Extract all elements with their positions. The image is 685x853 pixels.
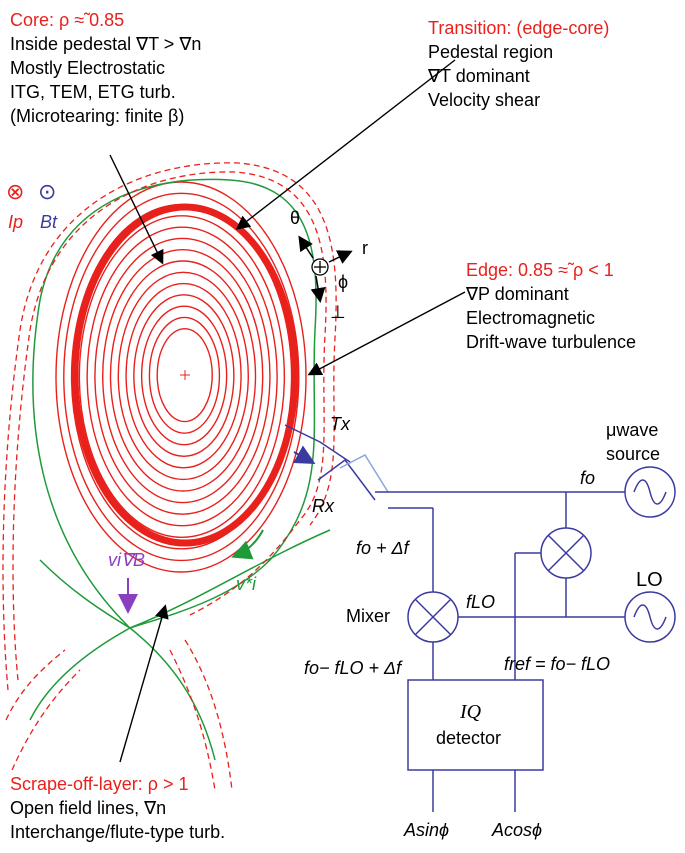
iq-detector-box	[407, 679, 544, 771]
sol-arrow	[119, 604, 169, 763]
flux-surface	[156, 328, 213, 423]
flux-surface	[55, 181, 307, 573]
flux-surfaces	[55, 181, 307, 573]
edge-arrow	[307, 291, 466, 376]
phi-label: ϕ	[338, 272, 349, 292]
toroidal-field-label: Bt	[40, 212, 58, 232]
coordinate-triad	[298, 235, 353, 303]
mixer-main	[407, 591, 459, 643]
flo-label: fLO	[466, 592, 496, 612]
antennas	[284, 424, 389, 501]
core-line-4: (Microtearing: finite β)	[10, 106, 185, 126]
r-label: r	[362, 238, 368, 258]
sol-line-2: Interchange/flute-type turb.	[10, 822, 226, 842]
sol-field-lines	[2, 162, 337, 791]
if-frequency-label: fo− fLO + Δf	[304, 658, 402, 678]
flux-surface	[140, 305, 228, 446]
source-label-2: source	[606, 444, 661, 464]
fo-plus-df-label: fo + Δf	[356, 538, 409, 558]
flux-surface	[125, 282, 242, 469]
toroidal-field-symbol: ⊙	[38, 179, 57, 204]
flux-surface	[148, 316, 221, 434]
core-line-1: Inside pedestal ∇T > ∇n	[10, 34, 202, 54]
transition-line-1: Pedestal region	[428, 42, 554, 62]
perp-label: ⊥	[330, 302, 346, 322]
transition-title: Transition: (edge-core)	[428, 18, 610, 38]
mixer-reference	[540, 527, 592, 579]
fref-label: fref = fo− fLO	[504, 654, 611, 674]
theta-label: θ	[290, 208, 301, 228]
core-line-3: ITG, TEM, ETG turb.	[10, 82, 176, 102]
flux-surface	[63, 192, 300, 562]
flux-surface	[102, 249, 264, 504]
iq-label: IQ	[460, 701, 482, 723]
diamagnetic-arrow	[231, 529, 264, 560]
core-title: Core: ρ ≈̃ 0.85	[10, 10, 125, 30]
flux-surface	[133, 294, 235, 457]
plasma-current-symbol: ⊗	[6, 179, 25, 204]
flux-surface	[78, 215, 286, 538]
fo-label: fo	[580, 468, 596, 488]
lo-label: LO	[636, 569, 663, 591]
grad-b-drift-label: vi∇B	[108, 550, 146, 570]
edge-title: Edge: 0.85 ≈̃ ρ < 1	[466, 260, 614, 280]
separatrix	[29, 178, 331, 761]
flux-surface	[94, 237, 271, 515]
transition-line-3: Velocity shear	[428, 90, 541, 110]
core-arrow	[109, 154, 164, 265]
microwave-source-oscillator	[624, 466, 676, 518]
lo-oscillator	[624, 591, 676, 643]
diamagnetic-label: v*i	[236, 574, 257, 594]
edge-line-2: Electromagnetic	[466, 308, 596, 328]
tx-label: Tx	[330, 414, 350, 434]
edge-line-3: Drift-wave turbulence	[466, 332, 637, 352]
source-label-1: μwave	[606, 420, 659, 440]
pedestal-surface	[71, 203, 299, 547]
detector-label: detector	[436, 728, 502, 748]
circuit-wiring	[375, 491, 625, 812]
acos-output-label: Acosϕ	[492, 820, 543, 840]
edge-line-1: ∇P dominant	[466, 284, 569, 304]
mixer-label: Mixer	[346, 606, 390, 626]
core-line-2: Mostly Electrostatic	[10, 58, 166, 78]
magnetic-axis	[180, 370, 190, 380]
asin-output-label: Asinϕ	[404, 820, 450, 840]
flux-surface	[86, 226, 278, 527]
sol-title: Scrape-off-layer: ρ > 1	[10, 774, 189, 794]
plasma-current-label: Ip	[8, 212, 24, 232]
rx-label: Rx	[312, 496, 334, 516]
flux-surface	[117, 271, 249, 481]
transition-line-2: ∇T dominant	[428, 66, 530, 86]
sol-line-1: Open field lines, ∇n	[10, 798, 167, 818]
flux-surface	[109, 260, 257, 492]
transition-arrow	[235, 59, 456, 230]
